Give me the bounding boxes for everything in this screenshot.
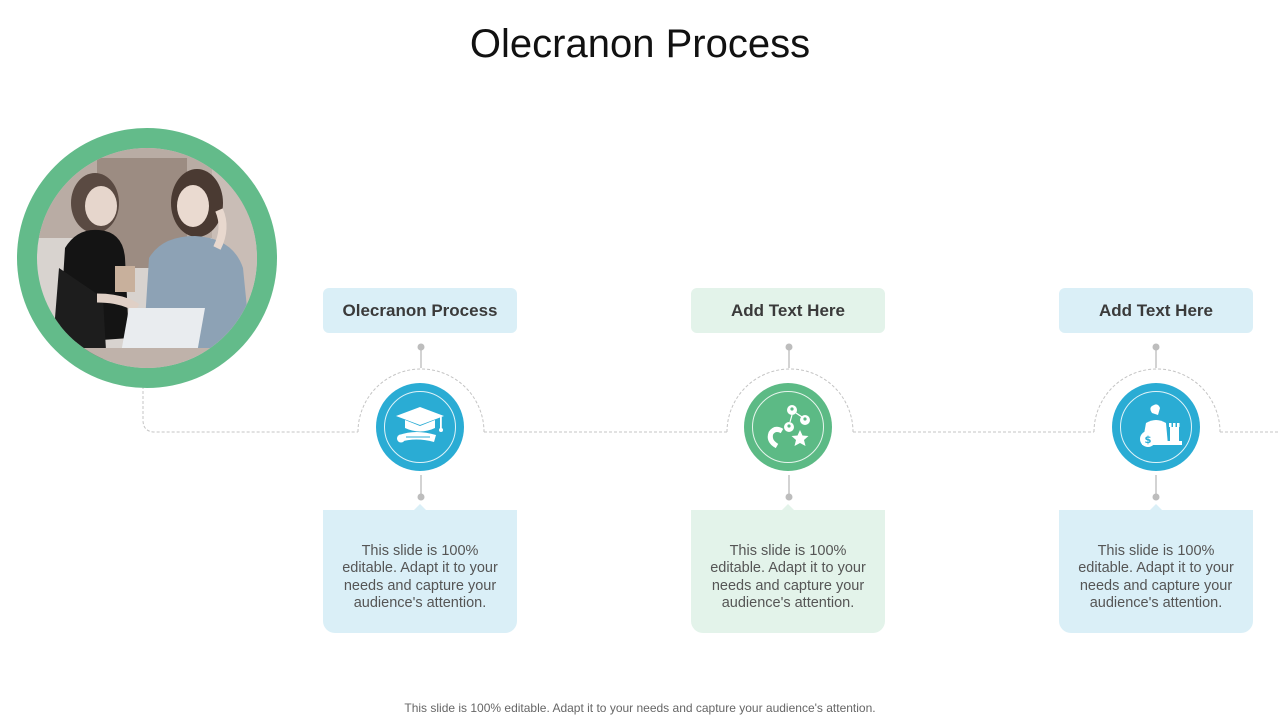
step-3-description: This slide is 100% editable. Adapt it to… [1059,510,1253,633]
money-bag-chess-rook-icon: $ [1140,404,1182,447]
step-1-icon-circle [376,383,464,471]
footer-note: This slide is 100% editable. Adapt it to… [404,701,876,715]
graduation-cap-diploma-icon [396,407,444,443]
magnet-people-star-icon [767,405,810,449]
svg-text:$: $ [1145,435,1152,446]
page-title: Olecranon Process [469,22,811,66]
step-2-icon-ring [752,391,824,463]
step-1-icon-ring [384,391,456,463]
step-1-label[interactable]: Olecranon Process [323,288,517,333]
step-3-label[interactable]: Add Text Here [1059,288,1253,333]
step-2-icon-circle [744,383,832,471]
step-3-notch [1150,504,1162,510]
step-2-description: This slide is 100% editable. Adapt it to… [691,510,885,633]
photo-ring [17,128,277,388]
process-step-2: Add Text Here This slide is 100% editabl… [691,288,885,633]
step-1-description: This slide is 100% editable. Adapt it to… [323,510,517,633]
step-2-notch [782,504,794,510]
process-step-1: Olecranon Process This slide is 100% edi… [323,288,517,633]
step-3-icon-circle: $ [1112,383,1200,471]
step-2-label[interactable]: Add Text Here [691,288,885,333]
step-3-icon-ring [1120,391,1192,463]
photo-two-women-with-laptop [37,148,257,368]
step-1-notch [414,504,426,510]
process-step-3: Add Text Here $ This slide is 100% edita… [1059,288,1253,633]
